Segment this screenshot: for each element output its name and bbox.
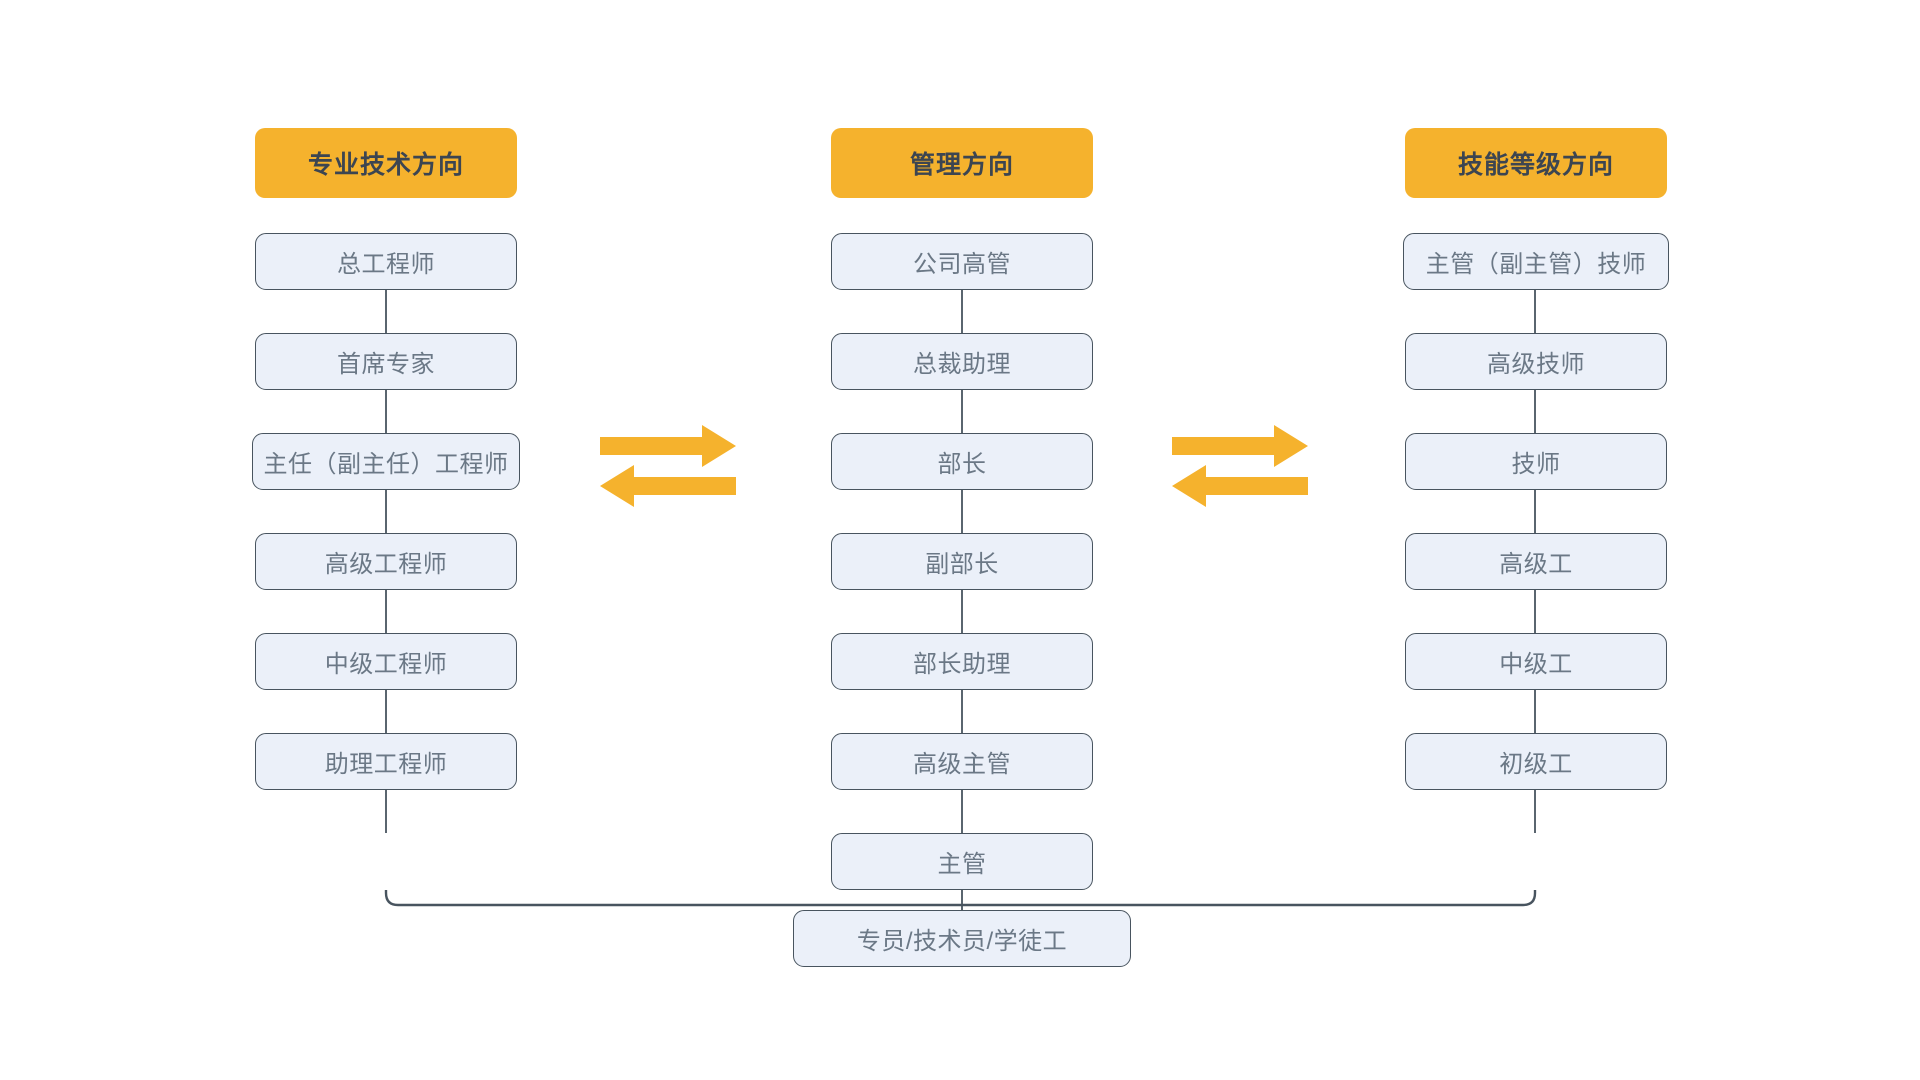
node-management-6[interactable]: 主管 xyxy=(831,833,1093,890)
node-management-4[interactable]: 部长助理 xyxy=(831,633,1093,690)
node-label: 初级工 xyxy=(1499,751,1573,778)
node-skill-4[interactable]: 中级工 xyxy=(1405,633,1667,690)
node-label: 技师 xyxy=(1511,451,1561,478)
node-label: 总工程师 xyxy=(337,251,435,278)
node-technical-3[interactable]: 高级工程师 xyxy=(255,533,517,590)
node-label: 高级技师 xyxy=(1487,351,1585,378)
column-header-management: 管理方向 xyxy=(831,128,1093,198)
node-management-3[interactable]: 副部长 xyxy=(831,533,1093,590)
node-technical-4[interactable]: 中级工程师 xyxy=(255,633,517,690)
node-label: 高级工 xyxy=(1499,551,1573,578)
node-management-5[interactable]: 高级主管 xyxy=(831,733,1093,790)
node-label: 部长 xyxy=(937,451,987,478)
node-label: 中级工 xyxy=(1499,651,1573,678)
node-skill-2[interactable]: 技师 xyxy=(1405,433,1667,490)
node-label: 部长助理 xyxy=(913,651,1011,678)
bidirectional-arrow-left xyxy=(598,423,738,513)
node-label: 主管（副主管）技师 xyxy=(1425,251,1647,278)
node-label: 副部长 xyxy=(925,551,999,578)
node-technical-2[interactable]: 主任（副主任）工程师 xyxy=(252,433,520,490)
arrow-right-icon xyxy=(600,425,736,467)
node-label: 主任（副主任）工程师 xyxy=(263,451,509,478)
node-technical-1[interactable]: 首席专家 xyxy=(255,333,517,390)
arrow-left-icon xyxy=(600,465,736,507)
node-label: 公司高管 xyxy=(913,251,1011,278)
column-header-technical: 专业技术方向 xyxy=(255,128,517,198)
node-skill-1[interactable]: 高级技师 xyxy=(1405,333,1667,390)
node-label: 助理工程师 xyxy=(324,751,448,778)
node-label: 中级工程师 xyxy=(324,651,448,678)
column-header-label: 管理方向 xyxy=(909,151,1014,179)
node-base[interactable]: 专员/技术员/学徒工 xyxy=(793,910,1131,967)
node-label: 高级工程师 xyxy=(324,551,448,578)
node-management-2[interactable]: 部长 xyxy=(831,433,1093,490)
node-label: 总裁助理 xyxy=(913,351,1011,378)
column-header-skill: 技能等级方向 xyxy=(1405,128,1667,198)
column-header-label: 专业技术方向 xyxy=(307,151,464,179)
arrow-left-icon xyxy=(1172,465,1308,507)
node-label: 主管 xyxy=(937,851,987,878)
node-technical-0[interactable]: 总工程师 xyxy=(255,233,517,290)
node-skill-5[interactable]: 初级工 xyxy=(1405,733,1667,790)
node-label: 首席专家 xyxy=(337,351,435,378)
node-management-0[interactable]: 公司高管 xyxy=(831,233,1093,290)
node-label: 专员/技术员/学徒工 xyxy=(856,928,1068,955)
node-management-1[interactable]: 总裁助理 xyxy=(831,333,1093,390)
node-label: 高级主管 xyxy=(913,751,1011,778)
node-skill-0[interactable]: 主管（副主管）技师 xyxy=(1403,233,1669,290)
bidirectional-arrow-right xyxy=(1170,423,1310,513)
node-technical-5[interactable]: 助理工程师 xyxy=(255,733,517,790)
node-skill-3[interactable]: 高级工 xyxy=(1405,533,1667,590)
arrow-right-icon xyxy=(1172,425,1308,467)
column-header-label: 技能等级方向 xyxy=(1457,151,1614,179)
